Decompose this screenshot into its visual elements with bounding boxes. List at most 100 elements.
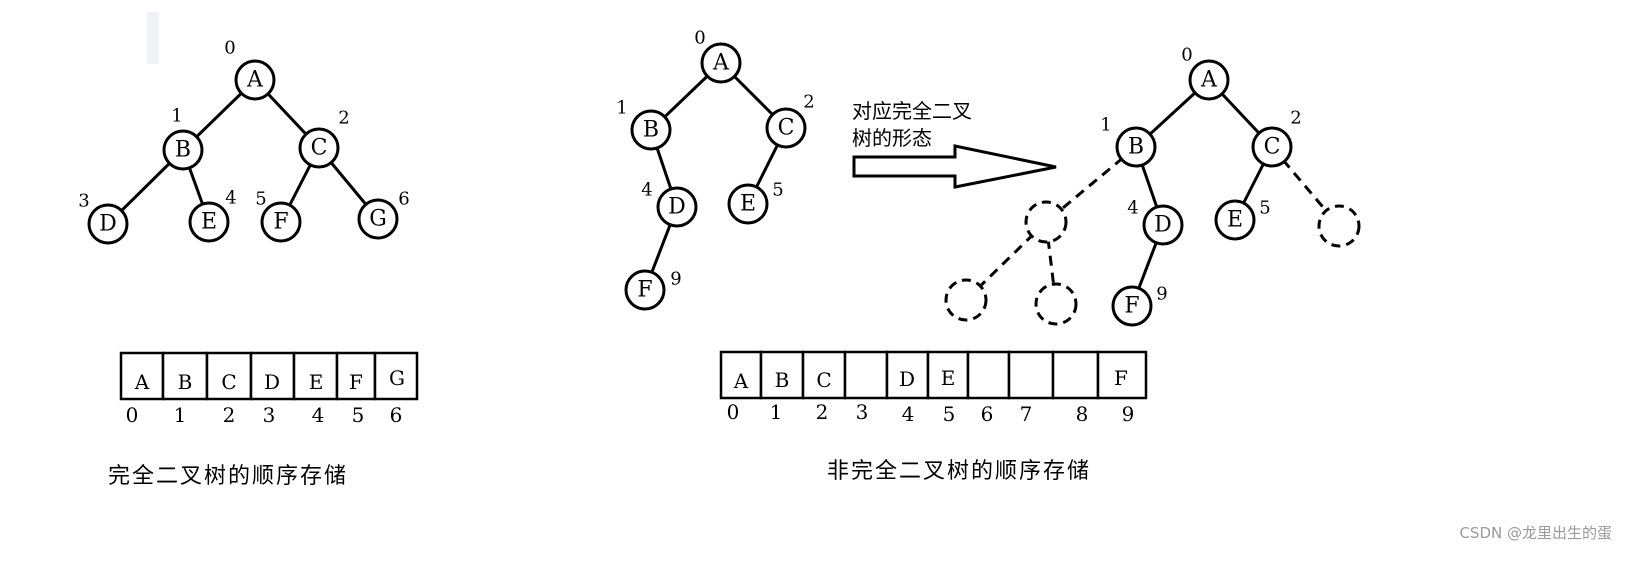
watermark: CSDN @龙里出生的蛋	[1459, 524, 1612, 542]
svg-text:B: B	[175, 138, 191, 163]
svg-text:F: F	[349, 370, 363, 394]
virtual-node	[1024, 200, 1068, 244]
array-index: 8	[1076, 402, 1089, 426]
tree-node-b: B	[630, 109, 672, 151]
arrow-text-line1: 对应完全二叉	[852, 99, 972, 123]
index-label: 4	[225, 188, 236, 209]
faint-mark	[147, 12, 159, 64]
svg-text:E: E	[740, 192, 756, 217]
svg-text:B: B	[1128, 135, 1144, 160]
tree-node-a: A	[700, 42, 742, 84]
index-label: 9	[670, 269, 681, 290]
index-label: 5	[1259, 198, 1270, 219]
incomplete-tree: A B C D E F 0 1 2 4 5 9	[616, 28, 815, 311]
svg-text:B: B	[178, 370, 193, 394]
array-index: 0	[727, 400, 740, 424]
svg-text:C: C	[778, 116, 795, 141]
tree-node-d: D	[1142, 204, 1184, 246]
svg-text:G: G	[389, 366, 405, 390]
virtual-node	[944, 278, 988, 322]
tree-node-c: C	[298, 127, 340, 169]
index-label: 0	[694, 28, 705, 49]
tree-node-c: C	[1251, 126, 1293, 168]
tree-node-b: B	[162, 129, 204, 171]
index-label: 0	[1181, 45, 1192, 66]
caption-complete: 完全二叉树的顺序存储	[108, 464, 348, 489]
array-cell: E	[292, 351, 339, 401]
array-index: 4	[902, 402, 915, 426]
tree-node-f: F	[1111, 285, 1153, 327]
array-index: 4	[312, 403, 325, 427]
array-index: 0	[126, 403, 139, 427]
svg-text:D: D	[668, 195, 686, 220]
index-label: 5	[772, 180, 783, 201]
virtual-node	[1034, 282, 1078, 326]
right-arrow-icon	[852, 144, 1057, 189]
svg-text:E: E	[941, 366, 956, 390]
array-cell	[1007, 350, 1055, 400]
index-label: 6	[398, 189, 409, 210]
array-cell: D	[249, 351, 296, 401]
array-cell: F	[1096, 350, 1148, 400]
tree-node-d: D	[87, 203, 129, 245]
array-index: 3	[856, 400, 869, 424]
array-cell	[1051, 350, 1100, 400]
tree-node-a: A	[1188, 59, 1230, 101]
index-label: 3	[78, 191, 89, 212]
svg-text:F: F	[273, 210, 288, 235]
array-index: 3	[263, 403, 276, 427]
index-label: 4	[1127, 198, 1138, 219]
svg-text:G: G	[369, 207, 387, 232]
array-index: 7	[1020, 402, 1033, 426]
array-cell	[843, 350, 889, 400]
incomplete-storage-array: A B C D E F 0 1 2 3 4 5 6 7 8 9	[719, 350, 1148, 426]
tree-node-g: G	[357, 198, 399, 240]
svg-text:A: A	[246, 68, 264, 93]
index-label: 0	[224, 38, 235, 59]
svg-text:D: D	[899, 367, 915, 391]
svg-text:E: E	[201, 210, 217, 235]
complete-tree: A B C D E F G 0 1 2 3 4 5 6	[78, 38, 410, 245]
array-cell: A	[719, 350, 763, 400]
tree-node-e: E	[188, 201, 230, 243]
index-label: 1	[1100, 115, 1111, 136]
svg-text:B: B	[643, 118, 659, 143]
array-index: 2	[223, 403, 236, 427]
svg-text:A: A	[1200, 68, 1218, 93]
svg-text:E: E	[1227, 208, 1243, 233]
index-label: 5	[255, 189, 266, 210]
array-cell: B	[161, 351, 209, 401]
svg-text:B: B	[775, 368, 790, 392]
svg-text:D: D	[99, 212, 117, 237]
svg-text:E: E	[309, 370, 324, 394]
array-index: 6	[981, 402, 994, 426]
index-label: 4	[641, 180, 652, 201]
tree-node-d: D	[656, 186, 698, 228]
index-label: 1	[616, 98, 627, 119]
svg-text:F: F	[637, 278, 652, 303]
complete-storage-array: A B C D E F G 0 1 2 3 4 5 6	[119, 351, 419, 427]
svg-text:A: A	[712, 51, 730, 76]
array-index: 9	[1122, 402, 1135, 426]
array-cell: B	[759, 350, 805, 400]
array-index: 2	[816, 400, 829, 424]
tree-node-f: F	[260, 201, 302, 243]
tree-node-f: F	[624, 269, 666, 311]
svg-text:C: C	[816, 368, 831, 392]
array-cell: A	[119, 351, 165, 401]
tree-node-a: A	[234, 59, 276, 101]
transform-arrow: 对应完全二叉 树的形态	[852, 99, 1057, 189]
svg-text:A: A	[733, 369, 749, 393]
svg-text:F: F	[1114, 366, 1128, 390]
array-cell: C	[205, 351, 253, 401]
completed-tree: A B C D E F 0 1 2 4 5 9	[944, 45, 1361, 327]
array-cell	[966, 350, 1011, 400]
tree-node-e: E	[727, 183, 769, 225]
array-cell: C	[801, 350, 847, 400]
array-cell: F	[335, 351, 377, 401]
svg-text:C: C	[1264, 135, 1281, 160]
svg-text:D: D	[264, 370, 280, 394]
array-cell: E	[926, 350, 970, 400]
array-index: 6	[390, 403, 403, 427]
